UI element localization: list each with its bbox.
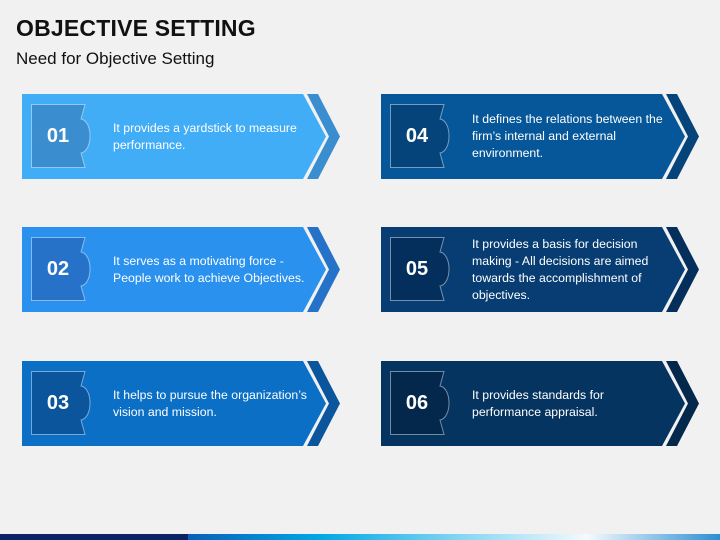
card-number: 01: [46, 124, 70, 147]
footer-accent-bar: [0, 534, 720, 540]
objective-card-04: 04 It defines the relations between the …: [381, 94, 699, 179]
card-description: It helps to pursue the organization’s vi…: [113, 387, 307, 419]
objective-card-05: 05 It provides a basis for decision maki…: [381, 227, 699, 312]
card-description: It defines the relations between the fir…: [472, 112, 663, 160]
card-number: 05: [405, 257, 429, 280]
card-description: It provides a basis for decision making …: [472, 236, 649, 302]
puzzle-piece-icon: [390, 237, 450, 301]
objective-card-03: 03 It helps to pursue the organization’s…: [22, 361, 340, 446]
card-description: It provides a yardstick to measure perfo…: [113, 120, 297, 152]
number-puzzle-box: 06: [390, 371, 450, 435]
card-description: It serves as a motivating force - People…: [113, 253, 305, 285]
puzzle-piece-icon: [390, 371, 450, 435]
slide-title: OBJECTIVE SETTING: [16, 15, 256, 41]
objective-card-02: 02 It serves as a motivating force - Peo…: [22, 227, 340, 312]
card-number: 06: [405, 391, 429, 414]
number-puzzle-box: 05: [390, 237, 450, 301]
arrow-shape: [381, 227, 699, 312]
arrow-shape: [381, 361, 699, 446]
puzzle-piece-icon: [31, 104, 91, 168]
footer-bar-navy-segment: [0, 534, 188, 540]
objective-card-06: 06 It provides standards for performance…: [381, 361, 699, 446]
objective-card-01: 01 It provides a yardstick to measure pe…: [22, 94, 340, 179]
puzzle-piece-icon: [31, 371, 91, 435]
arrow-shape: [22, 94, 340, 179]
card-number: 04: [405, 124, 429, 147]
puzzle-piece-icon: [31, 237, 91, 301]
arrow-shape: [22, 361, 340, 446]
footer-bar-gradient-segment: [188, 534, 720, 540]
number-puzzle-box: 02: [31, 237, 91, 301]
arrow-shape: [22, 227, 340, 312]
number-puzzle-box: 04: [390, 104, 450, 168]
puzzle-piece-icon: [390, 104, 450, 168]
number-puzzle-box: 01: [31, 104, 91, 168]
arrow-shape: [381, 94, 699, 179]
card-description: It provides standards for performance ap…: [472, 387, 604, 419]
card-number: 02: [46, 257, 70, 280]
number-puzzle-box: 03: [31, 371, 91, 435]
card-number: 03: [46, 391, 70, 414]
slide-subtitle: Need for Objective Setting: [16, 49, 215, 68]
